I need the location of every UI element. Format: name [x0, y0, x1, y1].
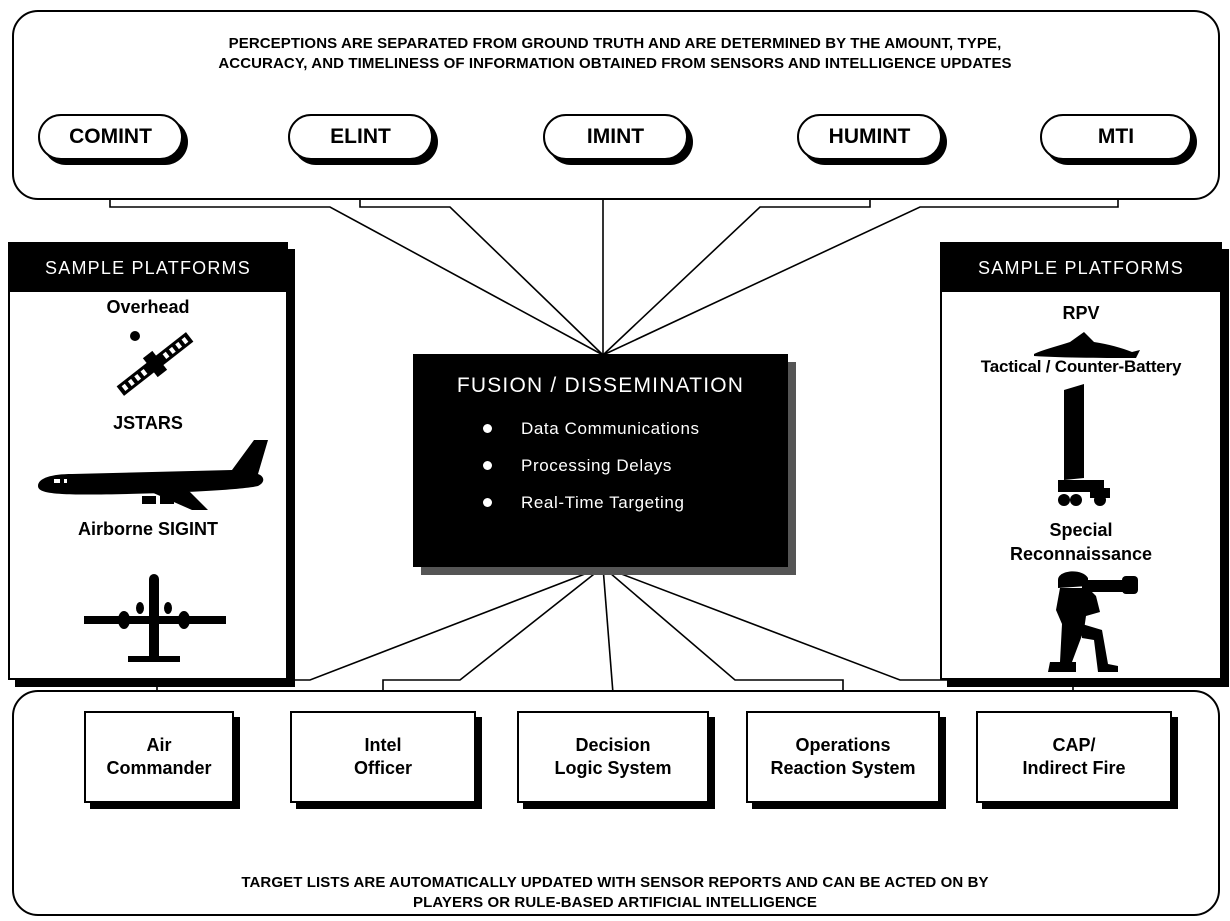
- radar-truck-icon: [1058, 384, 1110, 506]
- fusion-bullet-data-communications: Data Communications: [483, 410, 700, 447]
- top-caption: PERCEPTIONS ARE SEPARATED FROM GROUND TR…: [218, 35, 1012, 72]
- right-platforms-header: SAMPLE PLATFORMS: [942, 244, 1220, 292]
- output-cap-indirect-fire: CAP/ Indirect Fire: [976, 711, 1172, 803]
- link-fusion-intel-officer: [383, 566, 604, 706]
- link-fusion-operations-reaction: [602, 566, 843, 706]
- satellite-icon: [116, 331, 194, 396]
- fusion-bullet-processing-delays: Processing Delays: [483, 447, 700, 484]
- platform-airborne-sigint: Airborne SIGINT: [77, 519, 218, 539]
- fusion-title: FUSION / DISSEMINATION: [456, 374, 745, 397]
- source-humint: HUMINT: [797, 114, 942, 160]
- left-platforms-header: SAMPLE PLATFORMS: [10, 244, 286, 292]
- platform-tactical-counter-battery: Tactical / Counter-Battery: [980, 357, 1182, 376]
- rpv-icon: [1034, 332, 1140, 358]
- fusion-dissemination-box: FUSION / DISSEMINATION Data Communicatio…: [413, 354, 788, 567]
- output-air-commander: Air Commander: [84, 711, 234, 803]
- output-intel-officer: Intel Officer: [290, 711, 476, 803]
- source-comint: COMINT: [38, 114, 183, 160]
- kneeling-soldier-icon: [1048, 571, 1138, 672]
- jstars-aircraft-icon: [38, 440, 268, 510]
- platform-rpv: RPV: [1062, 303, 1100, 323]
- platform-overhead: Overhead: [106, 297, 190, 317]
- output-operations-reaction-system: Operations Reaction System: [746, 711, 940, 803]
- source-mti: MTI: [1040, 114, 1192, 160]
- fusion-bullet-list: Data Communications Processing Delays Re…: [483, 410, 700, 521]
- left-sample-platforms: SAMPLE PLATFORMS Overhead JSTARS Airborn…: [8, 242, 288, 680]
- fusion-bullet-real-time-targeting: Real-Time Targeting: [483, 484, 700, 521]
- platform-jstars: JSTARS: [113, 413, 183, 433]
- output-decision-logic-system: Decision Logic System: [517, 711, 709, 803]
- source-imint: IMINT: [543, 114, 688, 160]
- sensor-panel: [12, 10, 1220, 200]
- sigint-aircraft-icon: [84, 574, 226, 662]
- bottom-caption: TARGET LISTS ARE AUTOMATICALLY UPDATED W…: [241, 874, 989, 911]
- source-elint: ELINT: [288, 114, 433, 160]
- link-fusion-decision-logic: [602, 566, 614, 706]
- platform-special-reconnaissance: Special Reconnaissance: [1009, 520, 1153, 564]
- right-sample-platforms: SAMPLE PLATFORMS RPV Tactical / Counter-…: [940, 242, 1222, 680]
